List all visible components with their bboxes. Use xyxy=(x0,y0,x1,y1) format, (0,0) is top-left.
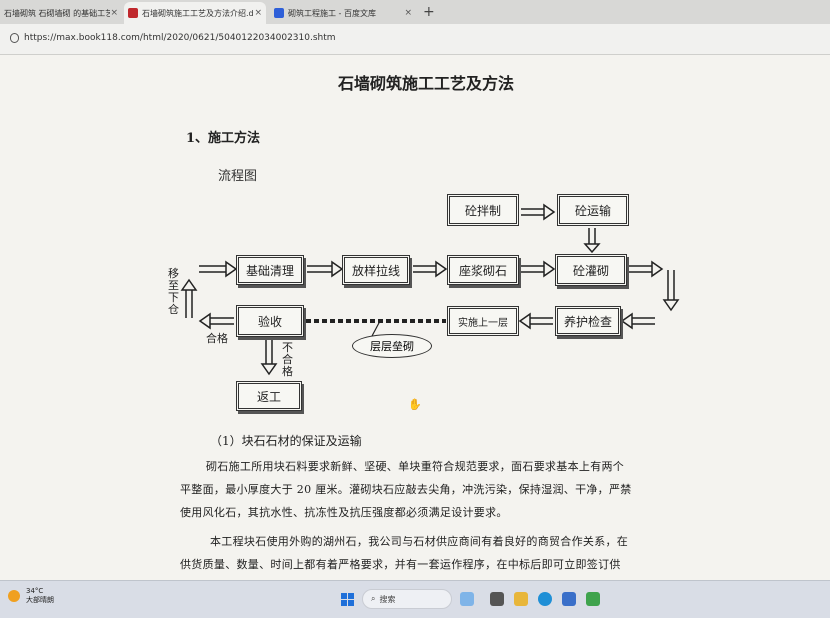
search-icon: ⌕ xyxy=(371,594,376,603)
app-icon-green[interactable] xyxy=(586,592,600,606)
paragraph-line: 使用风化石，其抗水性、抗冻性及抗压强度都必须满足设计要求。 xyxy=(180,506,508,519)
weather-text: 大部晴朗 xyxy=(26,596,54,604)
box-mortar: 座浆砌石 xyxy=(447,255,519,285)
page-title: 石墙砌筑施工工艺及方法 xyxy=(338,74,515,93)
close-icon[interactable]: × xyxy=(110,8,118,18)
paragraph-line: 砌石施工所用块石料要求新鲜、坚硬、单块重符合规范要求，面石要求基本上有两个 xyxy=(206,460,625,473)
box-pour: 砼灌砌 xyxy=(555,254,627,286)
label-fail: 不合格 xyxy=(282,341,293,378)
flowchart-heading: 流程图 xyxy=(218,169,258,184)
url-text[interactable]: https://max.book118.com/html/2020/0621/5… xyxy=(24,33,336,43)
file-explorer-icon[interactable] xyxy=(514,592,528,606)
widgets-icon[interactable] xyxy=(460,592,474,606)
tab-1-label: 石墙砌筑 石砌墙砌 的基础工艺 xyxy=(4,8,111,18)
search-placeholder: 搜索 xyxy=(379,594,396,604)
callout-layer: 层层垒砌 xyxy=(352,334,432,358)
paragraph-line: 本工程块石使用外购的湖州石，我公司与石材供应商间有着良好的商贸合作关系，在 xyxy=(210,535,629,548)
temperature: 34°C xyxy=(26,587,44,595)
task-view-icon[interactable] xyxy=(490,592,504,606)
edge-browser-icon[interactable] xyxy=(538,592,552,606)
tab-bar: 石墙砌筑 石砌墙砌 的基础工艺 × 石墙砌筑施工工艺及方法介绍.doc × 砌筑… xyxy=(0,0,830,24)
windows-start-icon[interactable] xyxy=(341,593,355,607)
taskbar-search[interactable]: ⌕ 搜索 xyxy=(362,589,452,609)
tab-1[interactable]: 石墙砌筑 石砌墙砌 的基础工艺 × xyxy=(0,2,122,24)
hand-cursor-icon: ✋ xyxy=(408,398,422,411)
box-layout: 放样拉线 xyxy=(342,255,410,285)
baidu-paw-icon xyxy=(274,8,284,18)
paragraph-line: 平整面，最小厚度大于 20 厘米。灌砌块石应敲去尖角，冲洗污染，保持湿润、干净，… xyxy=(180,483,632,496)
box-clean: 基础清理 xyxy=(236,255,304,285)
app-icon[interactable] xyxy=(562,592,576,606)
paragraph-line: 供货质量、数量、时间上都有着严格要求，并有一套运作程序，在中标后即可立即签订供 xyxy=(180,558,621,571)
close-icon[interactable]: × xyxy=(404,8,412,18)
close-icon[interactable]: × xyxy=(254,8,262,18)
box-mix: 砼拌制 xyxy=(447,194,519,226)
label-move-down: 移至下仓 xyxy=(168,267,179,316)
address-bar[interactable]: https://max.book118.com/html/2020/0621/5… xyxy=(0,24,830,55)
tab-2-label: 石墙砌筑施工工艺及方法介绍.doc xyxy=(142,8,255,18)
section-heading: 1、施工方法 xyxy=(186,131,261,146)
tab-2[interactable]: 石墙砌筑施工工艺及方法介绍.doc × xyxy=(124,2,266,24)
new-tab-button[interactable]: + xyxy=(423,4,435,20)
document-icon xyxy=(128,8,138,18)
tab-3-label: 砌筑工程施工 - 百度文库 xyxy=(288,8,376,18)
box-transport: 砼运输 xyxy=(557,194,629,226)
lock-icon xyxy=(10,33,19,43)
box-cure: 养护检查 xyxy=(555,306,621,336)
sun-icon xyxy=(8,590,20,602)
document-page xyxy=(0,55,830,580)
taskbar: 34°C 大部晴朗 ⌕ 搜索 xyxy=(0,580,830,618)
label-pass: 合格 xyxy=(206,332,228,345)
box-rework: 返工 xyxy=(236,381,302,411)
box-accept: 验收 xyxy=(236,305,304,337)
subsection-heading: （1）块石石材的保证及运输 xyxy=(210,434,362,448)
box-implement: 实施上一层 xyxy=(447,306,519,336)
weather-widget[interactable]: 34°C 大部晴朗 xyxy=(8,587,54,605)
tab-3[interactable]: 砌筑工程施工 - 百度文库 × xyxy=(270,2,416,24)
